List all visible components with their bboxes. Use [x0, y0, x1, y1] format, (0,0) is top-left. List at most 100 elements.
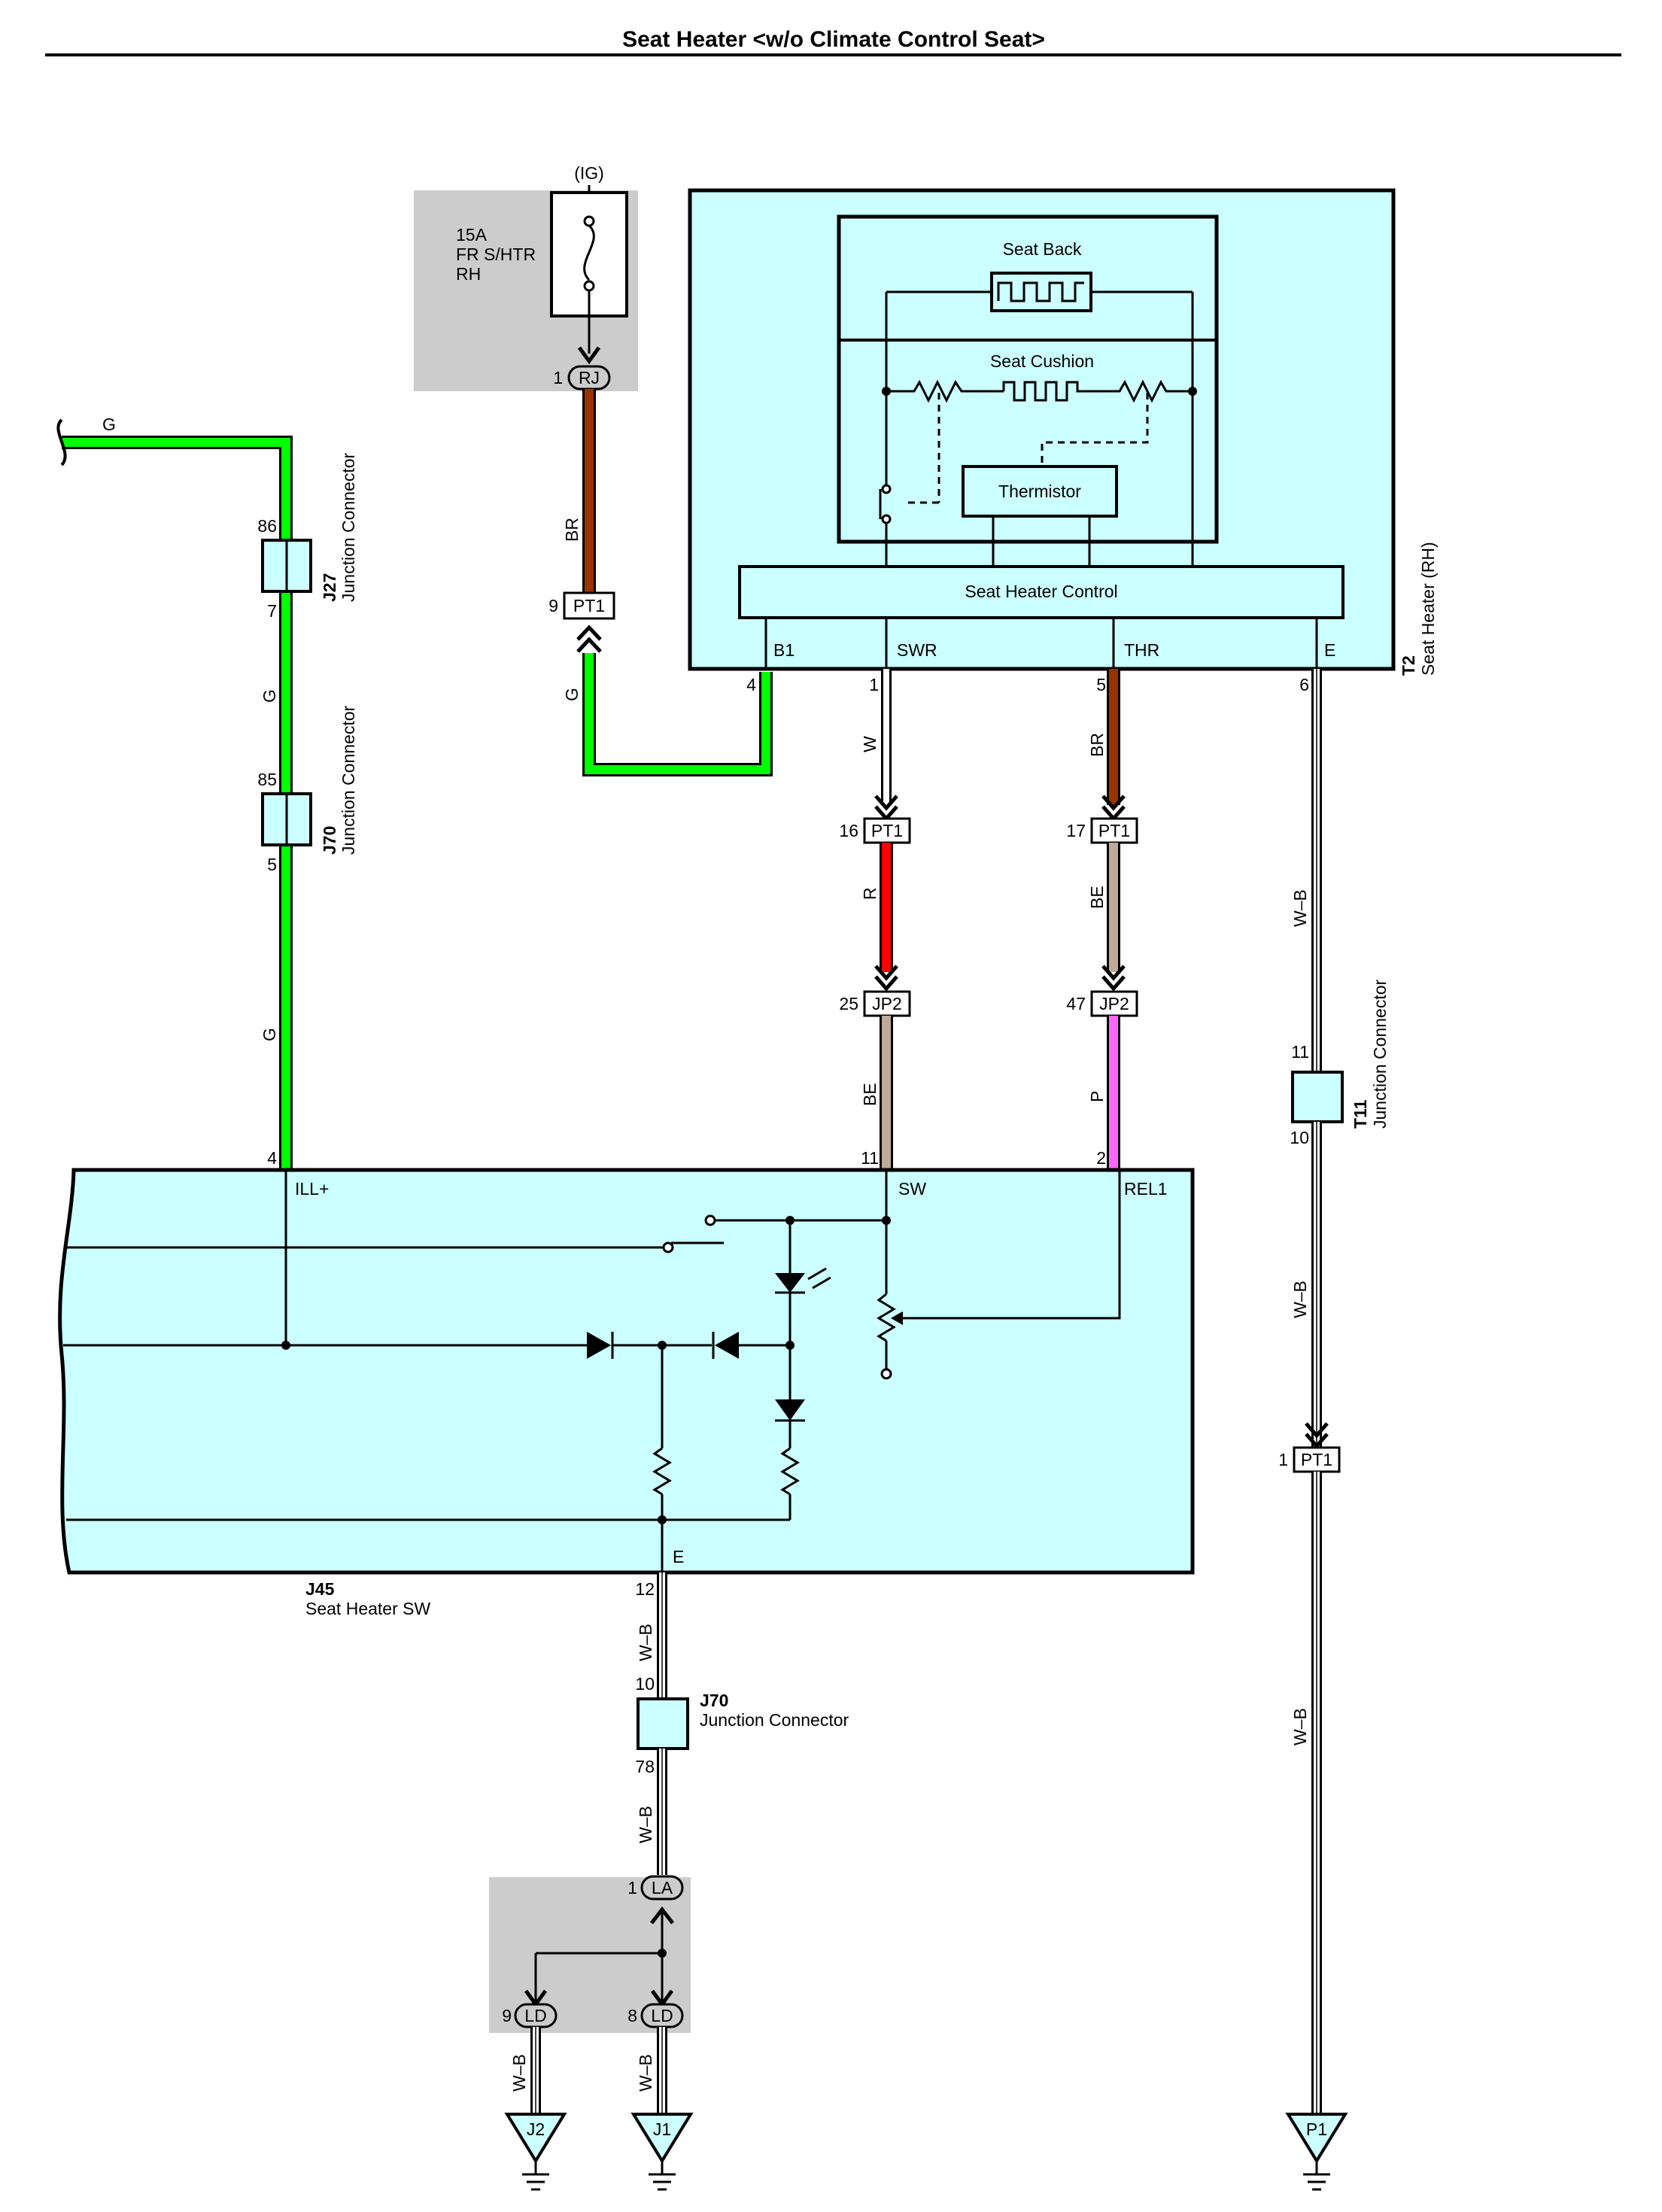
junction-j27: 86 7 J27 Junction Connector	[257, 452, 358, 621]
j27-id: J27	[320, 573, 339, 602]
thermostat-terminal-icon	[881, 484, 892, 494]
connector-ld9-code: LD	[524, 2006, 546, 2025]
wire-label-g-low: G	[260, 1028, 279, 1041]
wire-be-sw: BE	[860, 1016, 893, 1170]
j27-pin-bottom: 7	[267, 601, 277, 621]
switch-pin-sw: 11	[861, 1148, 879, 1168]
ground-j2-label: J2	[527, 2119, 545, 2139]
terminal-b1: B1	[773, 640, 795, 660]
ground-p1-label: P1	[1306, 2119, 1327, 2139]
fuse-supply-label: (IG)	[574, 163, 604, 183]
j70-bottom-id: J70	[700, 1691, 728, 1710]
wire-label-wb-j2: W–B	[509, 2054, 529, 2092]
switch-contact-icon	[704, 1214, 716, 1226]
wire-label-wb-low: W–B	[1290, 1708, 1310, 1746]
wire-p: P	[1087, 1016, 1120, 1170]
wire-r: R	[860, 843, 898, 992]
t11-pin-top: 11	[1291, 1042, 1309, 1062]
junction-j70-bottom: 10 78 J70 Junction Connector	[635, 1674, 849, 1776]
j27-name: Junction Connector	[339, 452, 358, 602]
ground-triangle-icon	[1285, 2113, 1348, 2164]
connector-jp2-be-pin: 47	[1066, 994, 1086, 1013]
seat-heater-switch: 4 11 2 ILL+ SW REL1 E 12 J45 Seat Heater…	[58, 1148, 1195, 1618]
j70-left-pin-top: 85	[257, 770, 277, 789]
connector-pt1-thr	[1090, 817, 1138, 844]
switch-terminal-sw: SW	[898, 1179, 926, 1199]
connector-pt1-thr-code: PT1	[1098, 821, 1130, 840]
ground-junction-block: LA 1 LD 9 LD 8	[489, 1875, 691, 2033]
terminal-swr: SWR	[897, 640, 937, 660]
wire-br-thr: BR	[1087, 669, 1126, 822]
seat-heater-component: Seat Back Seat Cushion Thermistor Seat H…	[688, 188, 1438, 694]
wire-g-ill: G G G	[56, 415, 293, 1170]
switch-terminal-rel1: REL1	[1124, 1179, 1168, 1199]
double-arrow-down-icon	[1305, 1422, 1329, 1449]
switch-outline	[58, 1168, 1195, 1575]
switch-name: Seat Heater SW	[305, 1599, 430, 1618]
wire-wb-j2: W–B	[509, 2027, 541, 2114]
potentiometer-icon	[877, 1293, 896, 1342]
wire-label-be-thr: BE	[1087, 886, 1107, 909]
connector-ld9-pin: 9	[502, 2006, 512, 2025]
wire-wb-j70: W–B	[636, 1749, 667, 1875]
thermistor-box	[962, 465, 1118, 518]
fuse-rating-label: 15A	[456, 225, 488, 245]
connector-ld8-pin: 8	[627, 2006, 637, 2025]
thermostat-terminal-icon	[881, 514, 892, 524]
j70-left-pin-bottom: 5	[267, 855, 277, 874]
potentiometer-terminal-icon	[880, 1368, 892, 1380]
connector-jp2-r	[863, 990, 911, 1017]
wire-label-g-top: G	[102, 415, 116, 434]
switch-pin-ill: 4	[267, 1148, 277, 1168]
led-icon	[775, 1273, 805, 1293]
fuse-side-label: RH	[456, 264, 481, 284]
fuse-terminal-bottom	[583, 280, 595, 292]
ground-j2: J2	[504, 2113, 567, 2191]
resistor-icon	[652, 1447, 672, 1496]
wire-label-wb-j70: W–B	[636, 1806, 655, 1843]
connector-rj-code: RJ	[579, 368, 600, 387]
diagram-title: Seat Heater <w/o Climate Control Seat>	[622, 27, 1045, 52]
t11-pin-bottom: 10	[1290, 1128, 1309, 1147]
diode-icon	[587, 1332, 611, 1359]
wire-label-wb-j1: W–B	[636, 2054, 655, 2092]
switch-contact-icon	[662, 1241, 674, 1253]
t11-id: T11	[1351, 1099, 1370, 1129]
ground-j1-label: J1	[653, 2119, 671, 2139]
connector-pt1-br-pin: 9	[548, 596, 558, 615]
connector-pt1-e	[1293, 1446, 1341, 1473]
wire-label-wb-t11: W–B	[1290, 1281, 1310, 1318]
wire-label-r: R	[860, 887, 880, 900]
terminal-thr: THR	[1124, 640, 1159, 660]
connector-rj-pin: 1	[553, 368, 563, 387]
pin-b1: 4	[746, 675, 756, 694]
seat-cushion-heater-element-icon	[886, 379, 1193, 403]
connector-pt1-e-code: PT1	[1301, 1450, 1332, 1469]
connector-la-code: LA	[652, 1878, 673, 1898]
fuse-element-icon	[583, 224, 595, 281]
seat-heater-control-label: Seat Heater Control	[965, 582, 1117, 601]
thermistor-link-dashed	[1041, 393, 1149, 466]
j70-left-name: Junction Connector	[339, 705, 358, 855]
fuse-box: (IG) 15A FR S/HTR RH RJ 1	[414, 163, 638, 391]
connector-ld8-code: LD	[651, 2006, 673, 2025]
pin-swr: 1	[869, 675, 879, 694]
wire-wb-j1: W–B	[636, 2027, 667, 2114]
wire-g-b1: G	[562, 653, 773, 776]
seat-heater-control-box	[738, 565, 1344, 619]
double-arrow-up-icon	[576, 624, 602, 653]
seat-cushion-label: Seat Cushion	[990, 351, 1094, 371]
double-arrow-down-icon	[1101, 965, 1126, 992]
j70-left-id: J70	[320, 826, 339, 855]
wire-break-icon	[56, 418, 67, 466]
wire-label-g-mid: G	[260, 689, 279, 703]
j70-bottom-pin-top: 10	[635, 1674, 655, 1694]
connector-pt1-br-code: PT1	[573, 596, 605, 615]
thermistor-label: Thermistor	[998, 482, 1081, 501]
junction-j70-left: 85 5 J70 Junction Connector	[257, 705, 358, 874]
connector-la	[640, 1875, 684, 1901]
wire-label-w-swr: W	[860, 736, 880, 752]
wire-label-wb-j45: W–B	[636, 1624, 655, 1661]
connector-pt1-thr-pin: 17	[1066, 821, 1086, 840]
ground-triangle-icon	[504, 2113, 567, 2164]
